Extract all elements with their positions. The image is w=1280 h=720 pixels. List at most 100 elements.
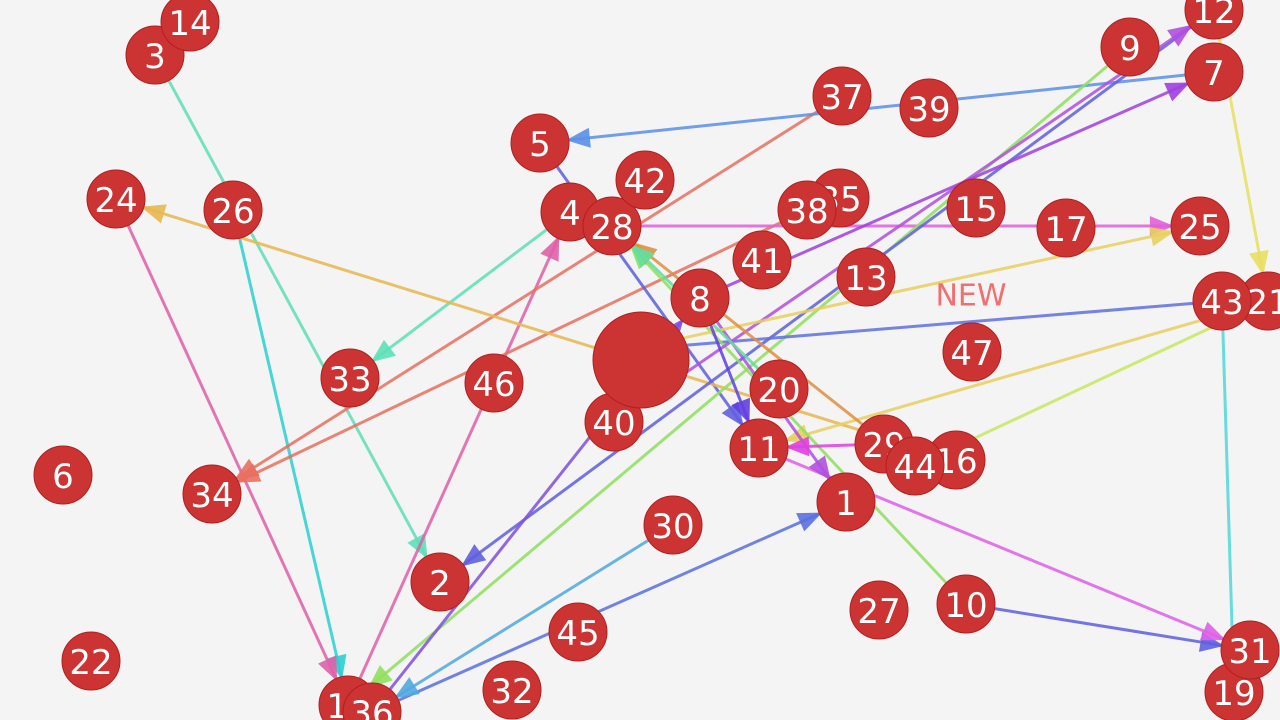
- node-33[interactable]: 33: [320, 348, 380, 408]
- node-34[interactable]: 34: [182, 464, 242, 524]
- node-label-43: 43: [1200, 283, 1243, 323]
- node-label-30: 30: [651, 507, 694, 547]
- node-circle-44[interactable]: [885, 436, 945, 496]
- node-circle-33[interactable]: [320, 348, 380, 408]
- edge-24-to-18: [114, 197, 339, 683]
- node-circle-12[interactable]: [1184, 0, 1244, 40]
- node-11[interactable]: 11: [729, 418, 789, 478]
- node-38[interactable]: 38: [777, 180, 837, 240]
- node-circle-47[interactable]: [942, 322, 1002, 382]
- node-31[interactable]: 31: [1220, 620, 1280, 680]
- node-2[interactable]: 2: [410, 552, 470, 612]
- node-circle-42[interactable]: [615, 150, 675, 210]
- node-circle-10[interactable]: [936, 574, 996, 634]
- edge-38-to-34: [234, 208, 809, 485]
- edge-21-to-11: [782, 299, 1270, 443]
- node-25[interactable]: 25: [1170, 196, 1230, 256]
- node-37[interactable]: 37: [812, 66, 872, 126]
- arrowhead-12-to-2: [460, 544, 487, 567]
- node-label-34: 34: [190, 476, 233, 516]
- node-circle-8[interactable]: [670, 268, 730, 328]
- node-circle-big[interactable]: [592, 311, 690, 409]
- node-circle-6[interactable]: [33, 445, 93, 505]
- node-circle-36[interactable]: [342, 682, 402, 720]
- node-circle-5[interactable]: [510, 113, 570, 173]
- node-circle-14[interactable]: [160, 0, 220, 52]
- node-label-28: 28: [590, 208, 633, 248]
- edge-18-to-4: [346, 234, 561, 707]
- node-40[interactable]: 40: [584, 392, 644, 452]
- node-circle-39[interactable]: [899, 78, 959, 138]
- node-12[interactable]: 12: [1184, 0, 1244, 40]
- node-26[interactable]: 26: [203, 180, 263, 240]
- node-10[interactable]: 10: [936, 574, 996, 634]
- node-circle-31[interactable]: [1220, 620, 1280, 680]
- node-label-9: 9: [1119, 29, 1141, 69]
- node-circle-30[interactable]: [643, 495, 703, 555]
- node-14[interactable]: 14: [160, 0, 220, 52]
- node-label-24: 24: [94, 181, 137, 221]
- node-21[interactable]: 21: [1238, 271, 1280, 331]
- node-47[interactable]: 47: [942, 322, 1002, 382]
- node-circle-27[interactable]: [849, 580, 909, 640]
- node-32[interactable]: 32: [482, 660, 542, 720]
- node-label-47: 47: [950, 334, 993, 374]
- arrowhead-7-to-5: [565, 127, 591, 148]
- node-5[interactable]: 5: [510, 113, 570, 173]
- node-circle-17[interactable]: [1036, 198, 1096, 258]
- node-44[interactable]: 44: [885, 436, 945, 496]
- node-circle-28[interactable]: [582, 196, 642, 256]
- node-8[interactable]: 8: [670, 268, 730, 328]
- node-circle-41[interactable]: [732, 230, 792, 290]
- edge-40-to-12: [612, 23, 1194, 424]
- edges-layer: [114, 8, 1270, 714]
- node-label-33: 33: [328, 360, 371, 400]
- node-30[interactable]: 30: [643, 495, 703, 555]
- node-circle-13[interactable]: [836, 247, 896, 307]
- node-circle-38[interactable]: [777, 180, 837, 240]
- node-42[interactable]: 42: [615, 150, 675, 210]
- node-45[interactable]: 45: [548, 602, 608, 662]
- node-39[interactable]: 39: [899, 78, 959, 138]
- new-label[interactable]: NEW: [935, 279, 1006, 314]
- node-circle-25[interactable]: [1170, 196, 1230, 256]
- node-circle-46[interactable]: [464, 353, 524, 413]
- node-7[interactable]: 7: [1184, 42, 1244, 102]
- node-24[interactable]: 24: [86, 169, 146, 229]
- node-36[interactable]: 36: [342, 682, 402, 720]
- node-15[interactable]: 15: [946, 178, 1006, 238]
- node-46[interactable]: 46: [464, 353, 524, 413]
- node-1[interactable]: 1: [816, 472, 876, 532]
- node-label-19: 19: [1212, 674, 1255, 714]
- node-label-45: 45: [556, 614, 599, 654]
- node-circle-15[interactable]: [946, 178, 1006, 238]
- node-circle-34[interactable]: [182, 464, 242, 524]
- arrowhead-8-to-1: [808, 455, 831, 481]
- node-circle-45[interactable]: [548, 602, 608, 662]
- node-17[interactable]: 17: [1036, 198, 1096, 258]
- node-circle-7[interactable]: [1184, 42, 1244, 102]
- node-27[interactable]: 27: [849, 580, 909, 640]
- node-circle-26[interactable]: [203, 180, 263, 240]
- node-circle-32[interactable]: [482, 660, 542, 720]
- node-41[interactable]: 41: [732, 230, 792, 290]
- node-43[interactable]: 43: [1192, 271, 1252, 331]
- node-circle-11[interactable]: [729, 418, 789, 478]
- node-circle-43[interactable]: [1192, 271, 1252, 331]
- node-label-21: 21: [1246, 283, 1280, 323]
- node-circle-20[interactable]: [749, 359, 809, 419]
- node-20[interactable]: 20: [749, 359, 809, 419]
- node-circle-24[interactable]: [86, 169, 146, 229]
- node-big[interactable]: [592, 311, 690, 409]
- node-circle-37[interactable]: [812, 66, 872, 126]
- node-circle-1[interactable]: [816, 472, 876, 532]
- node-9[interactable]: 9: [1100, 17, 1160, 77]
- node-22[interactable]: 22: [61, 631, 121, 691]
- node-circle-2[interactable]: [410, 552, 470, 612]
- node-circle-9[interactable]: [1100, 17, 1160, 77]
- arrowhead-12-to-21: [1249, 249, 1269, 276]
- node-13[interactable]: 13: [836, 247, 896, 307]
- node-28[interactable]: 28: [582, 196, 642, 256]
- node-circle-22[interactable]: [61, 631, 121, 691]
- node-6[interactable]: 6: [33, 445, 93, 505]
